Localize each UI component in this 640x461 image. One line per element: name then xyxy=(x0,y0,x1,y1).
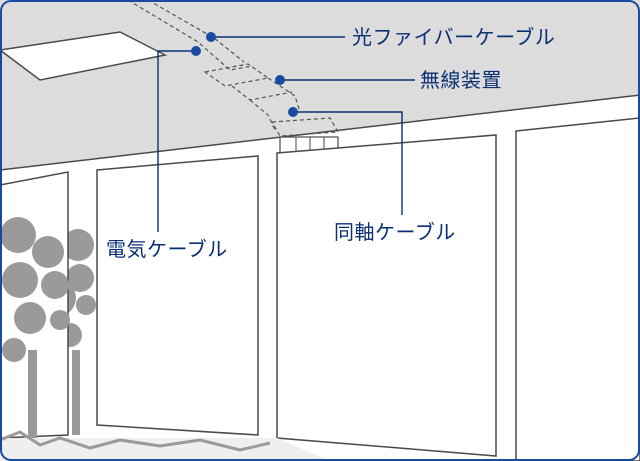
window-panel-3 xyxy=(276,134,497,457)
callout-dots xyxy=(191,32,298,117)
power-cable-label: 電気ケーブル xyxy=(106,237,228,261)
wireless-device-dot xyxy=(275,75,285,85)
coaxial-cable-label: 同軸ケーブル xyxy=(334,220,456,244)
tree-foreground xyxy=(0,217,70,438)
fiber-cable-duct xyxy=(127,0,339,137)
ceiling-edge xyxy=(0,94,640,171)
wireless-device-label: 無線装置 xyxy=(420,68,502,92)
callout-lines xyxy=(157,36,415,232)
power-cable-leader xyxy=(157,50,196,232)
coaxial-cable-dot xyxy=(288,107,298,117)
fiber-cable-dot xyxy=(206,32,216,42)
window-panels xyxy=(0,117,640,461)
coaxial-cable-leader xyxy=(293,111,403,215)
window-panel-4 xyxy=(515,117,640,461)
fiber-cable-label: 光ファイバーケーブル xyxy=(352,25,556,49)
skylight-panel xyxy=(0,31,168,81)
ceiling-surface xyxy=(0,0,640,170)
floor-grass xyxy=(0,430,271,452)
window-panel-2 xyxy=(96,155,259,436)
power-cable-dot xyxy=(191,46,201,56)
floor xyxy=(0,438,330,461)
